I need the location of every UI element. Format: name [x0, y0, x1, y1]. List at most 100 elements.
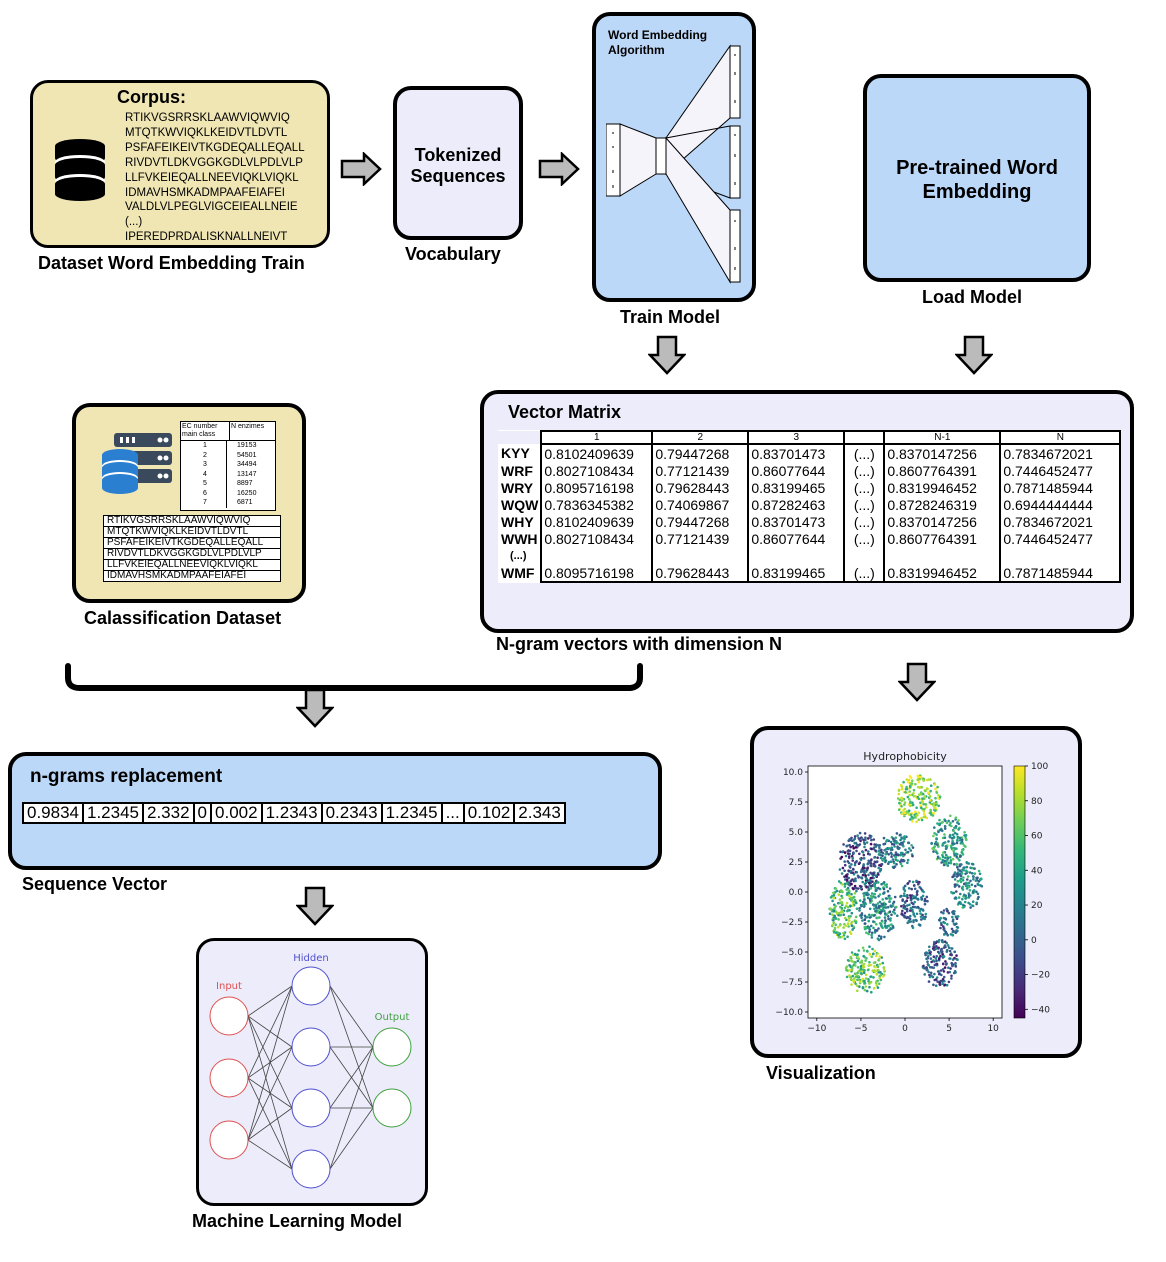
- scatter-point: [914, 782, 917, 786]
- scatter-point: [853, 898, 857, 902]
- vocabulary-label: Tokenized Sequences: [410, 145, 506, 186]
- scatter-point: [867, 850, 870, 853]
- scatter-point: [886, 905, 890, 909]
- sequence-list: RTIKVGSRRSKLAAWVIQWVIQ MTQTKWVIQKLKEIDVT…: [103, 515, 281, 582]
- scatter-point: [845, 888, 848, 891]
- scatter-point: [868, 930, 871, 934]
- scatter-point: [882, 966, 886, 970]
- scatter-point: [880, 925, 883, 928]
- scatter-point: [964, 884, 968, 888]
- scatter-point: [937, 804, 940, 808]
- scatter-point: [890, 923, 893, 926]
- scatter-point: [911, 924, 914, 928]
- scatter-point: [892, 843, 896, 846]
- scatter-point: [952, 848, 955, 851]
- ngram-label: KYY: [498, 444, 543, 462]
- scatter-point: [844, 966, 848, 970]
- scatter-point: [939, 916, 942, 920]
- scatter-point: [946, 864, 950, 867]
- load-model-label: Pre-trained Word Embedding: [896, 157, 1058, 203]
- scatter-point: [940, 861, 943, 864]
- scatter-point: [906, 904, 909, 907]
- ml-model-caption: Machine Learning Model: [192, 1211, 403, 1231]
- scatter-point: [870, 847, 873, 851]
- scatter-point: [951, 912, 955, 915]
- scatter-point: [902, 780, 905, 784]
- scatter-point: [862, 838, 865, 842]
- scatter-point: [913, 900, 916, 904]
- scatter-point: [933, 948, 936, 951]
- scatter-point: [859, 914, 863, 917]
- scatter-point: [865, 989, 869, 993]
- scatter-point: [844, 854, 848, 858]
- scatter-point: [876, 881, 880, 884]
- scatter-point: [927, 980, 931, 983]
- scatter-point: [935, 837, 938, 840]
- nn-edge: [247, 985, 293, 1017]
- scatter-point: [951, 918, 955, 921]
- scatter-point: [961, 848, 964, 852]
- scatter-point: [941, 940, 945, 944]
- scatter-point: [936, 980, 939, 983]
- scatter-point: [853, 837, 857, 840]
- visualization-caption: Visualization: [766, 1063, 876, 1083]
- scatter-point: [918, 777, 922, 781]
- vector-cell: 1.2345: [383, 804, 443, 822]
- scatter-point: [919, 775, 922, 779]
- scatter-point: [953, 910, 956, 913]
- scatter-point: [913, 915, 917, 918]
- scatter-point: [908, 801, 912, 804]
- scatter-point: [867, 978, 870, 981]
- scatter-point: [933, 832, 936, 835]
- scatter-point: [889, 860, 893, 863]
- matrix-cell: [540, 547, 654, 564]
- scatter-point: [937, 796, 940, 800]
- scatter-point: [918, 909, 922, 913]
- scatter-point: [834, 887, 838, 890]
- scatter-point: [847, 883, 850, 886]
- scatter-point: [874, 849, 877, 852]
- matrix-column-header: 2: [651, 430, 750, 445]
- scatter-point: [950, 977, 953, 980]
- y-tick-label: −2.5: [781, 918, 803, 928]
- scatter-point: [957, 901, 961, 905]
- scatter-point: [906, 795, 910, 799]
- scatter-point: [923, 807, 926, 811]
- scatter-point: [930, 842, 933, 845]
- scatter-point: [862, 863, 865, 866]
- scatter-point: [964, 894, 967, 897]
- scatter-point: [846, 935, 849, 938]
- scatter-point: [900, 904, 903, 908]
- y-tick-label: 2.5: [789, 858, 803, 868]
- scatter-point: [884, 859, 888, 862]
- nn-edge: [247, 1077, 293, 1170]
- ec-class: 3: [181, 460, 227, 470]
- scatter-point: [950, 953, 953, 957]
- scatter-point: [936, 950, 940, 954]
- scatter-point: [915, 893, 919, 896]
- scatter-point: [878, 893, 882, 896]
- scatter-point: [967, 862, 971, 865]
- scatter-point: [864, 985, 868, 988]
- scatter-point: [834, 923, 837, 926]
- scatter-point: [925, 806, 928, 809]
- scatter-point: [910, 815, 913, 819]
- scatter-point: [872, 847, 875, 851]
- scatter-point: [894, 851, 898, 854]
- corpus-line: IDMAVHSMKADMPAAFEIAFEI: [125, 186, 285, 199]
- scatter-point: [873, 885, 876, 888]
- scatter-point: [852, 979, 855, 982]
- matrix-cell: (...): [843, 496, 886, 513]
- corpus-line: RTIKVGSRRSKLAAWVIQWVIQ: [125, 112, 290, 124]
- matrix-cell: 0.8027108434: [540, 462, 654, 479]
- y-tick-label: 0.0: [789, 888, 804, 898]
- x-tick-label: −10: [807, 1024, 826, 1034]
- matrix-cell: (...): [843, 564, 886, 583]
- scatter-point: [917, 818, 920, 821]
- scatter-point: [832, 919, 835, 922]
- scatter-point: [923, 902, 927, 906]
- matrix-cell: 0.7836345382: [540, 496, 654, 513]
